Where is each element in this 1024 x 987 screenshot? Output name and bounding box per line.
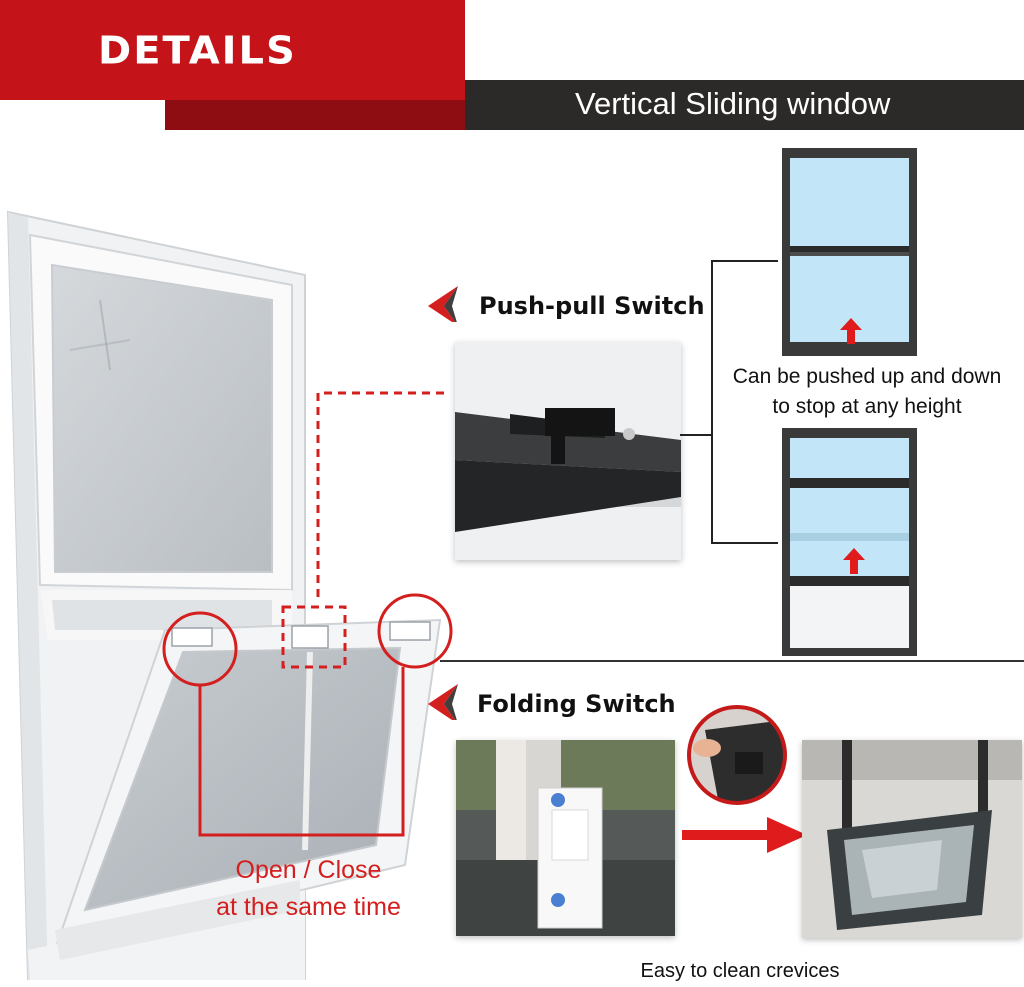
push-pull-caption-line1: Can be pushed up and down bbox=[732, 365, 1002, 388]
open-close-line2: at the same time bbox=[216, 893, 401, 921]
red-chevron-icon bbox=[428, 684, 458, 720]
latch-closeup bbox=[687, 705, 787, 805]
open-close-line1: Open / Close bbox=[235, 856, 382, 884]
push-pull-caption-line2: to stop at any height bbox=[772, 395, 962, 418]
open-close-caption: Open / Close at the same time bbox=[196, 852, 421, 926]
up-arrow-icon bbox=[840, 318, 862, 344]
folding-title: Folding Switch bbox=[477, 690, 676, 718]
clean-window-photo bbox=[802, 740, 1022, 938]
push-pull-photo bbox=[455, 342, 681, 560]
folding-photo bbox=[456, 740, 675, 936]
window-illustration bbox=[6, 210, 442, 980]
window-open-diagram bbox=[782, 428, 917, 656]
right-arrow-icon bbox=[682, 817, 807, 853]
page-subtitle: Vertical Sliding window bbox=[575, 86, 891, 121]
push-pull-title: Push-pull Switch bbox=[479, 292, 705, 320]
up-arrow-icon bbox=[843, 548, 865, 574]
push-pull-connector bbox=[680, 260, 778, 544]
red-chevron-icon bbox=[428, 286, 458, 322]
callout-lines bbox=[162, 391, 453, 837]
title-banner bbox=[0, 0, 465, 100]
banner-shadow bbox=[165, 100, 465, 130]
page-title: DETAILS bbox=[98, 29, 297, 73]
section-divider bbox=[440, 660, 1024, 662]
folding-caption: Easy to clean crevices bbox=[640, 960, 840, 982]
push-pull-caption: Can be pushed up and down to stop at any… bbox=[712, 362, 1022, 422]
